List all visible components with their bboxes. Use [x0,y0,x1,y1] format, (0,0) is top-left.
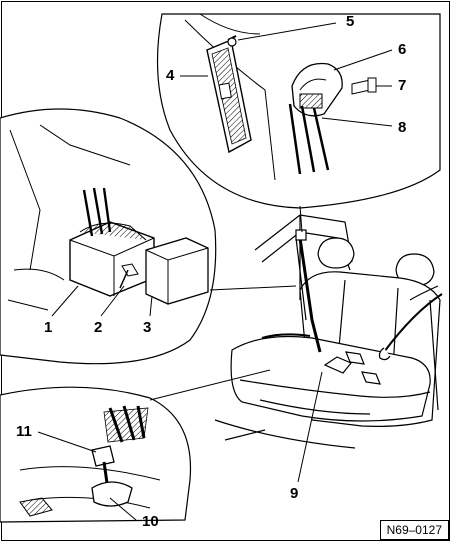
upper-anchor-detail [156,13,441,233]
retractor-detail [0,108,297,365]
anchor-bolt [91,445,115,491]
retractor-cover [145,237,209,305]
floor-anchor-detail [0,369,271,523]
callout-10: 10 [142,513,159,530]
callout-11: 11 [16,423,32,440]
bolt-5 [227,37,237,47]
callout-6: 6 [398,41,407,58]
callout-2: 2 [94,319,103,336]
height-adjuster-rail [206,35,252,154]
callout-4: 4 [166,67,175,84]
bolt-7 [351,77,377,95]
callout-5: 5 [346,13,355,30]
deflection-fitting [288,62,343,175]
anchor-plate [91,481,133,507]
rear-seat-scene [214,214,443,449]
leader-lines [37,22,393,521]
reference-code: N69–0127 [379,520,449,540]
callout-8: 8 [398,119,407,136]
callout-9: 9 [290,485,299,502]
callout-7: 7 [398,77,407,94]
bolt-2 [119,263,139,289]
callout-3: 3 [143,319,152,336]
callout-1: 1 [44,319,53,336]
